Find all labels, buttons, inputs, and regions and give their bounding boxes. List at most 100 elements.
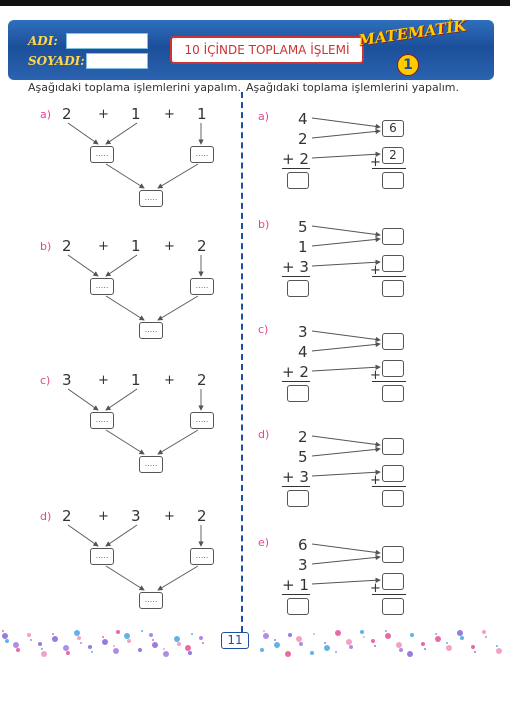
star-dot — [13, 642, 19, 648]
star-dot — [38, 642, 42, 646]
sum-box-left[interactable] — [287, 280, 309, 297]
arrow-line — [67, 122, 99, 145]
star-dot — [457, 630, 463, 636]
answer-box-1[interactable]: 6 — [382, 120, 404, 137]
answer-box-left[interactable]: ..... — [90, 412, 114, 429]
plus-sign: + — [164, 239, 175, 254]
addend-1: 2 — [62, 237, 72, 255]
star-dot — [274, 642, 280, 648]
answer-box-total[interactable]: ..... — [139, 592, 163, 609]
surname-field[interactable] — [86, 53, 148, 69]
addend-3: 2 — [197, 237, 207, 255]
star-dot — [385, 630, 387, 632]
sum-line-left — [282, 594, 310, 595]
grade-badge: 1 — [397, 54, 419, 76]
star-dot — [446, 642, 448, 644]
arrow-line — [105, 295, 145, 321]
sum-box-right[interactable] — [382, 385, 404, 402]
name-field[interactable] — [66, 33, 148, 49]
addend-1: 4 — [298, 110, 308, 128]
answer-box-2[interactable]: 2 — [382, 147, 404, 164]
plus-sign: + — [370, 263, 381, 278]
answer-box-2[interactable] — [382, 255, 404, 272]
star-dot — [113, 648, 119, 654]
star-dot — [407, 651, 413, 657]
plus-sign: + — [98, 509, 109, 524]
star-dot — [152, 639, 154, 641]
problem-letter: d) — [40, 510, 52, 523]
arrow-line — [157, 565, 199, 591]
answer-box-1[interactable] — [382, 546, 404, 563]
star-dot — [74, 630, 80, 636]
star-dot — [41, 648, 43, 650]
star-dot — [460, 636, 464, 640]
answer-box-left[interactable]: ..... — [90, 278, 114, 295]
arrow-line — [311, 117, 381, 130]
sum-box-right[interactable] — [382, 172, 404, 189]
arrow-line — [311, 446, 381, 457]
addend-3: + 2 — [282, 363, 309, 381]
star-dot — [77, 636, 81, 640]
star-dot — [471, 645, 475, 649]
answer-box-1[interactable] — [382, 333, 404, 350]
sum-line-right — [372, 168, 406, 169]
answer-box-total[interactable]: ..... — [139, 190, 163, 207]
answer-box-left[interactable]: ..... — [90, 548, 114, 565]
star-dot — [149, 633, 153, 637]
arrow-line — [311, 236, 381, 247]
addend-2: 3 — [131, 507, 141, 525]
sum-line-left — [282, 168, 310, 169]
sum-line-left — [282, 276, 310, 277]
answer-box-2[interactable] — [382, 573, 404, 590]
star-dot — [113, 645, 115, 647]
star-dot — [263, 633, 269, 639]
answer-box-1[interactable] — [382, 228, 404, 245]
answer-box-total[interactable]: ..... — [139, 322, 163, 339]
star-dot — [296, 636, 302, 642]
sum-box-left[interactable] — [287, 385, 309, 402]
answer-box-right[interactable]: ..... — [190, 548, 214, 565]
problem-letter: a) — [258, 110, 270, 123]
star-dot — [288, 633, 292, 637]
star-dot — [177, 642, 181, 646]
arrow-line — [67, 524, 99, 547]
answer-box-2[interactable] — [382, 465, 404, 482]
sum-box-left[interactable] — [287, 598, 309, 615]
sum-box-left[interactable] — [287, 172, 309, 189]
answer-box-right[interactable]: ..... — [190, 412, 214, 429]
answer-box-total[interactable]: ..... — [139, 456, 163, 473]
sum-box-right[interactable] — [382, 598, 404, 615]
star-dot — [496, 648, 502, 654]
star-decoration — [0, 628, 510, 658]
arrow-line — [105, 524, 138, 547]
star-dot — [324, 645, 330, 651]
star-dot — [163, 651, 169, 657]
arrow-line — [105, 388, 138, 411]
star-dot — [396, 642, 402, 648]
answer-box-left[interactable]: ..... — [90, 146, 114, 163]
star-dot — [30, 639, 32, 641]
answer-box-right[interactable]: ..... — [190, 146, 214, 163]
problem-letter: d) — [258, 428, 270, 441]
star-dot — [63, 645, 69, 651]
answer-box-2[interactable] — [382, 360, 404, 377]
star-dot — [349, 645, 353, 649]
star-dot — [116, 630, 120, 634]
star-dot — [299, 642, 303, 646]
arrow-line — [311, 330, 381, 343]
sum-line-right — [372, 594, 406, 595]
star-dot — [446, 645, 452, 651]
sum-box-right[interactable] — [382, 490, 404, 507]
star-dot — [124, 633, 130, 639]
star-dot — [102, 639, 108, 645]
answer-box-right[interactable]: ..... — [190, 278, 214, 295]
sum-box-left[interactable] — [287, 490, 309, 507]
answer-box-1[interactable] — [382, 438, 404, 455]
star-dot — [141, 630, 143, 632]
arrow-line — [311, 341, 381, 352]
arrow-line — [105, 565, 145, 591]
addend-2: 4 — [298, 343, 308, 361]
star-dot — [313, 633, 315, 635]
sum-box-right[interactable] — [382, 280, 404, 297]
plus-sign: + — [98, 239, 109, 254]
